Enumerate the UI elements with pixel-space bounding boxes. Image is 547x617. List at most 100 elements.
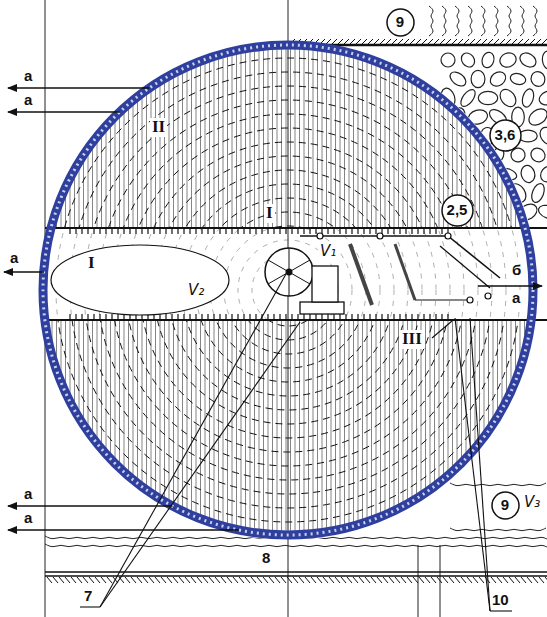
ground-hatch <box>263 577 268 583</box>
ground-hatch <box>89 577 94 583</box>
hydraulic-cylinder <box>350 244 372 305</box>
callout-label: б <box>510 262 523 279</box>
ground-hatch <box>215 577 220 583</box>
wavy-layer <box>450 483 546 486</box>
ground-hatch <box>197 577 202 583</box>
rock-fragment <box>438 127 457 145</box>
ground-hatch <box>533 577 538 583</box>
node-outline <box>50 244 230 316</box>
boundary-tick <box>249 228 250 234</box>
boundary-tick <box>231 228 232 234</box>
hatch-line <box>371 0 372 228</box>
ground-hatch <box>347 577 352 583</box>
boundary-tick <box>327 228 328 234</box>
squiggle <box>442 6 446 36</box>
boundary-tick <box>141 228 142 234</box>
boundary-tick <box>339 228 340 234</box>
squiggle <box>429 6 433 36</box>
leader-line <box>100 322 300 607</box>
ground-hatch <box>71 577 76 583</box>
ground-hatch <box>257 577 262 583</box>
boundary-tick <box>183 228 184 234</box>
ground-hatch <box>293 577 298 583</box>
leader-line <box>490 610 512 611</box>
rock-fragment <box>477 202 498 223</box>
boundary-tick <box>129 228 130 234</box>
callout-circle: 2,5 <box>441 194 474 227</box>
boundary-tick <box>351 228 352 234</box>
boundary-tick <box>405 228 406 234</box>
hatch-line <box>106 0 107 228</box>
boundary-tick <box>237 228 238 234</box>
ground-hatch <box>527 577 532 583</box>
boundary-tick <box>111 314 112 320</box>
hatch-line <box>358 0 359 228</box>
squiggle <box>481 6 485 36</box>
ground-hatch <box>434 39 439 44</box>
boundary-tick <box>189 314 190 320</box>
hatch-line <box>43 0 44 228</box>
ground-hatch <box>185 577 190 583</box>
hatch-line <box>308 0 309 228</box>
boundary-tick <box>291 228 292 234</box>
tunnelling-machine <box>265 233 500 314</box>
rock-fragment <box>529 182 546 204</box>
ground-hatch <box>515 577 520 583</box>
machine-link <box>415 299 470 300</box>
lower-hatch <box>43 0 529 617</box>
ground-hatch <box>464 39 469 44</box>
ground-hatch <box>356 39 361 44</box>
ground-hatch <box>359 577 364 583</box>
boundary-tick <box>243 228 244 234</box>
callout-label: 8 <box>260 550 272 567</box>
ground-hatch <box>419 577 424 583</box>
hatch-line <box>389 0 390 228</box>
hatch-line <box>335 0 336 228</box>
boundary-tick <box>261 228 262 234</box>
hatch-line <box>169 0 170 228</box>
boundary-tick <box>243 314 244 320</box>
hatch-line <box>52 0 53 228</box>
hydraulic-cylinder <box>395 244 415 300</box>
boundary-tick <box>105 314 106 320</box>
pivot <box>445 233 451 239</box>
axis-line <box>288 0 289 617</box>
direction-arrow <box>8 87 149 88</box>
leader-line <box>100 274 286 607</box>
boundary-tick <box>237 314 238 320</box>
hatch-line <box>191 0 192 228</box>
ground-hatch <box>395 577 400 583</box>
hatch-line <box>425 0 426 228</box>
center-dot <box>286 269 293 276</box>
band-boundary <box>45 319 547 321</box>
ground-hatch <box>365 577 370 583</box>
callout-label: a <box>22 486 34 503</box>
rock-fragment <box>526 105 547 128</box>
ground-hatch <box>368 39 373 44</box>
callout-label: V₃ <box>522 494 542 511</box>
boundary-tick <box>345 314 346 320</box>
boundary-tick <box>363 314 364 320</box>
boundary-tick <box>117 228 118 234</box>
callout-label: 10 <box>490 592 511 609</box>
ground-hatch <box>431 577 436 583</box>
boundary-tick <box>303 228 304 234</box>
ground-hatch <box>518 39 523 44</box>
ground-hatch <box>59 577 64 583</box>
ground-hatch <box>281 577 286 583</box>
hatch-line <box>385 0 386 228</box>
ground-hatch <box>440 39 445 44</box>
wavy-layer <box>45 536 547 540</box>
hatch-line <box>164 0 165 228</box>
hatch-line <box>196 0 197 228</box>
rock-fragment <box>459 50 478 69</box>
ground-hatch <box>491 577 496 583</box>
hatch-line <box>412 0 413 228</box>
ground-hatch <box>509 577 514 583</box>
ground-hatch <box>251 577 256 583</box>
boundary-tick <box>309 228 310 234</box>
boundary-tick <box>75 228 76 234</box>
hatch-line <box>434 0 435 228</box>
machine-body <box>312 266 338 302</box>
